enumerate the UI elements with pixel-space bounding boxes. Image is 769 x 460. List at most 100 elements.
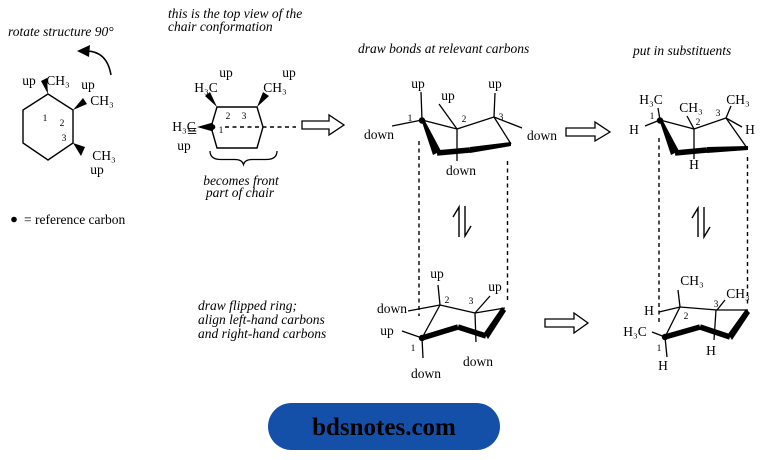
- annotation-top-view: this is the top view of the chair confor…: [168, 6, 302, 34]
- footer-pill[interactable]: bdsnotes.com: [268, 403, 500, 450]
- substituent-bonds: [651, 289, 726, 358]
- substituent-bonds: [391, 91, 523, 161]
- wedge-bond-c1: [197, 122, 213, 132]
- carbon-number-1: 1: [219, 126, 224, 136]
- label-methyl-rev: H₃C: [194, 80, 217, 95]
- flip-line1: draw flipped ring;: [198, 298, 297, 313]
- curved-arrow: [85, 50, 112, 76]
- wedge-bond-c1: [41, 78, 48, 94]
- carbon-number-1: 1: [408, 114, 413, 124]
- chair-substituted: H₃C H CH₃ H CH₃ H 1 2 3: [629, 92, 755, 172]
- flip-line3: and right-hand carbons: [198, 326, 326, 341]
- harpoon-down-icon: [703, 207, 711, 240]
- label-down: down: [364, 127, 394, 142]
- label-hydrogen: H: [644, 303, 654, 318]
- harpoon-down-icon: [464, 206, 472, 239]
- substituent-bonds: [401, 284, 491, 359]
- equivalence-symbol: ≡: [187, 121, 197, 141]
- label-hydrogen: H: [629, 122, 639, 137]
- block-arrow-right-icon: [301, 113, 346, 137]
- block-arrow-right-icon: [544, 311, 590, 335]
- block-arrow-right-icon: [565, 120, 612, 143]
- carbon-number-3: 3: [716, 109, 721, 119]
- substituent-bonds: [644, 105, 743, 159]
- carbon-number-1: 1: [657, 344, 662, 354]
- put-substituents-label: put in substituents: [632, 43, 731, 58]
- carbon-number-2: 2: [462, 115, 467, 125]
- annotation-rotate: rotate structure 90°: [8, 24, 114, 76]
- label-up: up: [219, 65, 233, 80]
- label-down: down: [411, 366, 441, 381]
- label-hydrogen: H: [658, 358, 668, 373]
- carbon-number-3: 3: [499, 113, 504, 123]
- carbon-number-1: 1: [43, 114, 48, 124]
- label-up: up: [90, 162, 104, 177]
- carbon-number-2: 2: [684, 312, 689, 322]
- label-down: down: [446, 163, 476, 178]
- draw-bonds-label: draw bonds at relevant carbons: [358, 41, 529, 56]
- ring-bonds: [659, 117, 748, 156]
- top-view-line1: this is the top view of the: [168, 6, 302, 21]
- equilibrium-arrows-left: [452, 204, 472, 239]
- carbon-number-3: 3: [469, 297, 474, 307]
- footer-pill-background[interactable]: [268, 403, 500, 450]
- carbon-number-2: 2: [60, 119, 65, 129]
- label-hydrogen: H: [689, 157, 699, 172]
- label-methyl: CH₃: [726, 286, 750, 301]
- carbon-number-2: 2: [696, 118, 701, 128]
- wedge-bond-c3: [257, 92, 269, 107]
- label-methyl: CH₃: [90, 93, 114, 108]
- carbon-number-3: 3: [242, 112, 247, 122]
- reference-dot-icon: [11, 216, 17, 223]
- harpoon-up-icon: [691, 205, 699, 237]
- label-up: up: [441, 88, 455, 103]
- label-down: down: [527, 128, 557, 143]
- label-up: up: [430, 266, 444, 281]
- label-methyl: CH₃: [92, 148, 116, 163]
- carbon-number-2: 2: [226, 112, 231, 122]
- harpoon-up-icon: [452, 204, 460, 237]
- carbon-number-1: 1: [650, 112, 655, 122]
- label-methyl: CH₃: [680, 273, 704, 288]
- label-up: up: [177, 138, 191, 153]
- label-methyl-rev: H₃C: [172, 119, 195, 134]
- chair-unsubstituted: up down up down up down 1 2 3: [364, 76, 557, 178]
- wedge-bond-c2: [205, 92, 217, 107]
- flip-line2: align left-hand carbons: [198, 312, 325, 327]
- label-up: up: [282, 65, 296, 80]
- label-down: down: [377, 301, 407, 316]
- label-up: up: [488, 76, 502, 91]
- curly-brace-icon: [209, 150, 278, 167]
- footer-site-link[interactable]: bdsnotes.com: [312, 414, 456, 441]
- label-up: up: [22, 73, 36, 88]
- curved-arrow-head-icon: [77, 45, 90, 57]
- label-down: down: [463, 354, 493, 369]
- ring-bonds: [421, 116, 512, 156]
- label-up: up: [488, 279, 502, 294]
- label-hydrogen: H: [706, 343, 716, 358]
- label-methyl-rev: H₃C: [623, 324, 646, 339]
- wedge-bond-c2: [73, 98, 87, 110]
- chair-flipped-substituted: CH₃ H H₃C H CH₃ H 1 2 3: [623, 273, 750, 373]
- cyclohexane-ring: [22, 93, 74, 161]
- carbon-number-3: 3: [62, 134, 67, 144]
- label-up: up: [411, 76, 425, 91]
- label-hydrogen: H: [745, 122, 755, 137]
- equilibrium-arrows-right: [691, 205, 711, 240]
- alignment-guides: [418, 138, 749, 322]
- top-view-line2: chair conformation: [168, 19, 273, 34]
- becomes-line2: part of chair: [205, 185, 275, 200]
- label-methyl: CH₃: [263, 80, 287, 95]
- annotation-flip: draw flipped ring; align left-hand carbo…: [198, 298, 326, 341]
- ring-bonds: [664, 306, 750, 340]
- carbon-number-1: 1: [411, 344, 416, 354]
- label-up: up: [380, 323, 394, 338]
- carbon-number-3: 3: [714, 300, 719, 310]
- becomes-line1: becomes front: [203, 173, 280, 188]
- label-up: up: [81, 77, 95, 92]
- chair-flipped-unsubstituted: up down up down up down 1 2 3: [377, 266, 506, 381]
- ring-bonds: [421, 304, 506, 341]
- structure-top-view: up H₃C up CH₃ H₃C up 2 3 1 becomes front…: [172, 65, 296, 200]
